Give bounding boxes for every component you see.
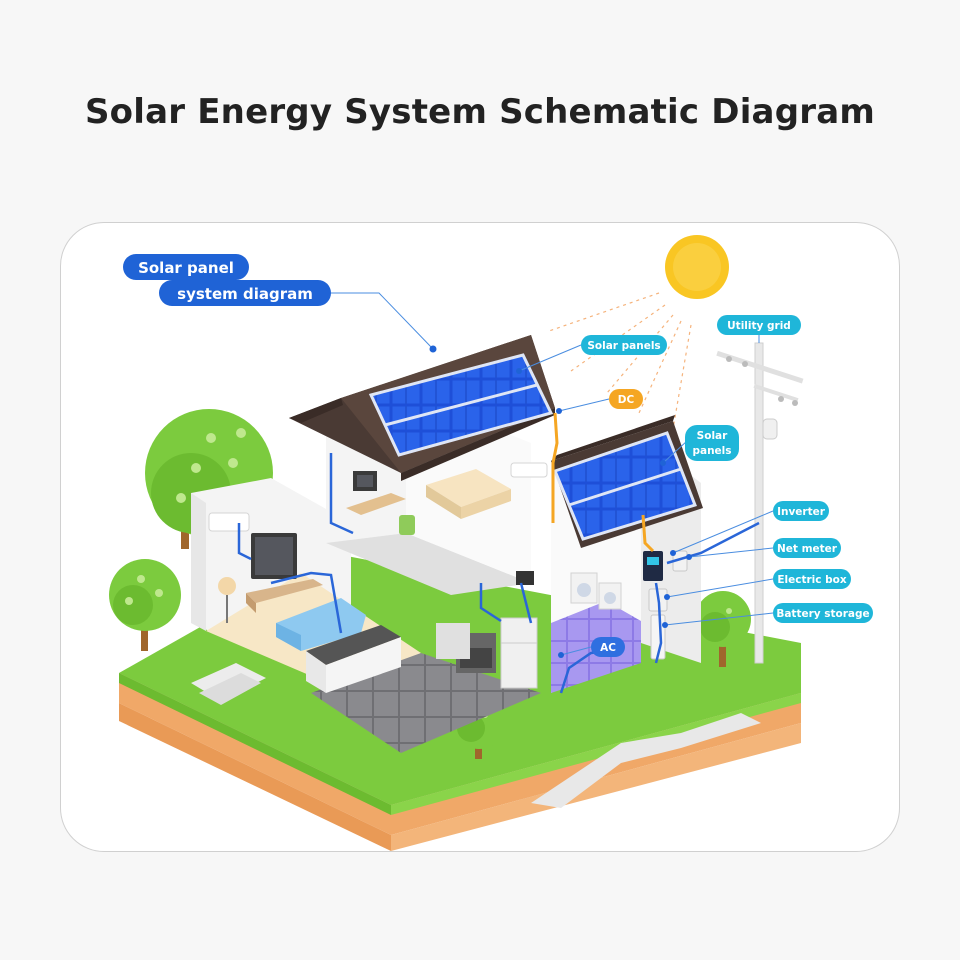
utility-pole xyxy=(716,342,804,664)
label-utility-grid: Utility grid xyxy=(717,315,801,335)
label-net-meter: Net meter xyxy=(773,538,841,558)
page-title: Solar Energy System Schematic Diagram xyxy=(85,92,875,132)
svg-text:panels: panels xyxy=(692,445,731,457)
svg-text:AC: AC xyxy=(600,642,616,654)
heading-line-2: system diagram xyxy=(177,285,313,303)
solar-system-illustration: Solar panel system diagram Utility grid … xyxy=(109,235,873,851)
label-battery-storage: Battery storage xyxy=(773,603,873,623)
label-ac: AC xyxy=(591,637,625,657)
label-dc: DC xyxy=(609,389,643,409)
dc-wiring xyxy=(551,412,655,553)
living-room xyxy=(191,478,541,753)
svg-text:Utility grid: Utility grid xyxy=(727,320,791,332)
diagram-card: Solar panel system diagram Utility grid … xyxy=(60,222,900,852)
tree-icon xyxy=(109,559,181,651)
svg-text:Inverter: Inverter xyxy=(777,506,826,518)
svg-text:Electric box: Electric box xyxy=(777,574,847,586)
svg-text:Solar panels: Solar panels xyxy=(587,340,660,352)
label-electric-box: Electric box xyxy=(773,569,851,589)
heading-line-1: Solar panel xyxy=(138,259,234,277)
svg-text:Battery storage: Battery storage xyxy=(776,608,869,620)
right-roof xyxy=(551,415,703,548)
svg-text:DC: DC xyxy=(618,394,635,406)
label-solar-panels-small: Solar panels xyxy=(685,425,739,461)
main-solar-panels xyxy=(368,353,554,457)
label-solar-panels: Solar panels xyxy=(581,335,667,355)
diagram-heading: Solar panel system diagram xyxy=(123,254,331,306)
equipment xyxy=(643,550,688,660)
label-leader-lines xyxy=(331,292,774,656)
svg-text:Solar: Solar xyxy=(697,430,728,442)
svg-text:Net meter: Net meter xyxy=(777,543,838,555)
label-inverter: Inverter xyxy=(773,501,829,521)
